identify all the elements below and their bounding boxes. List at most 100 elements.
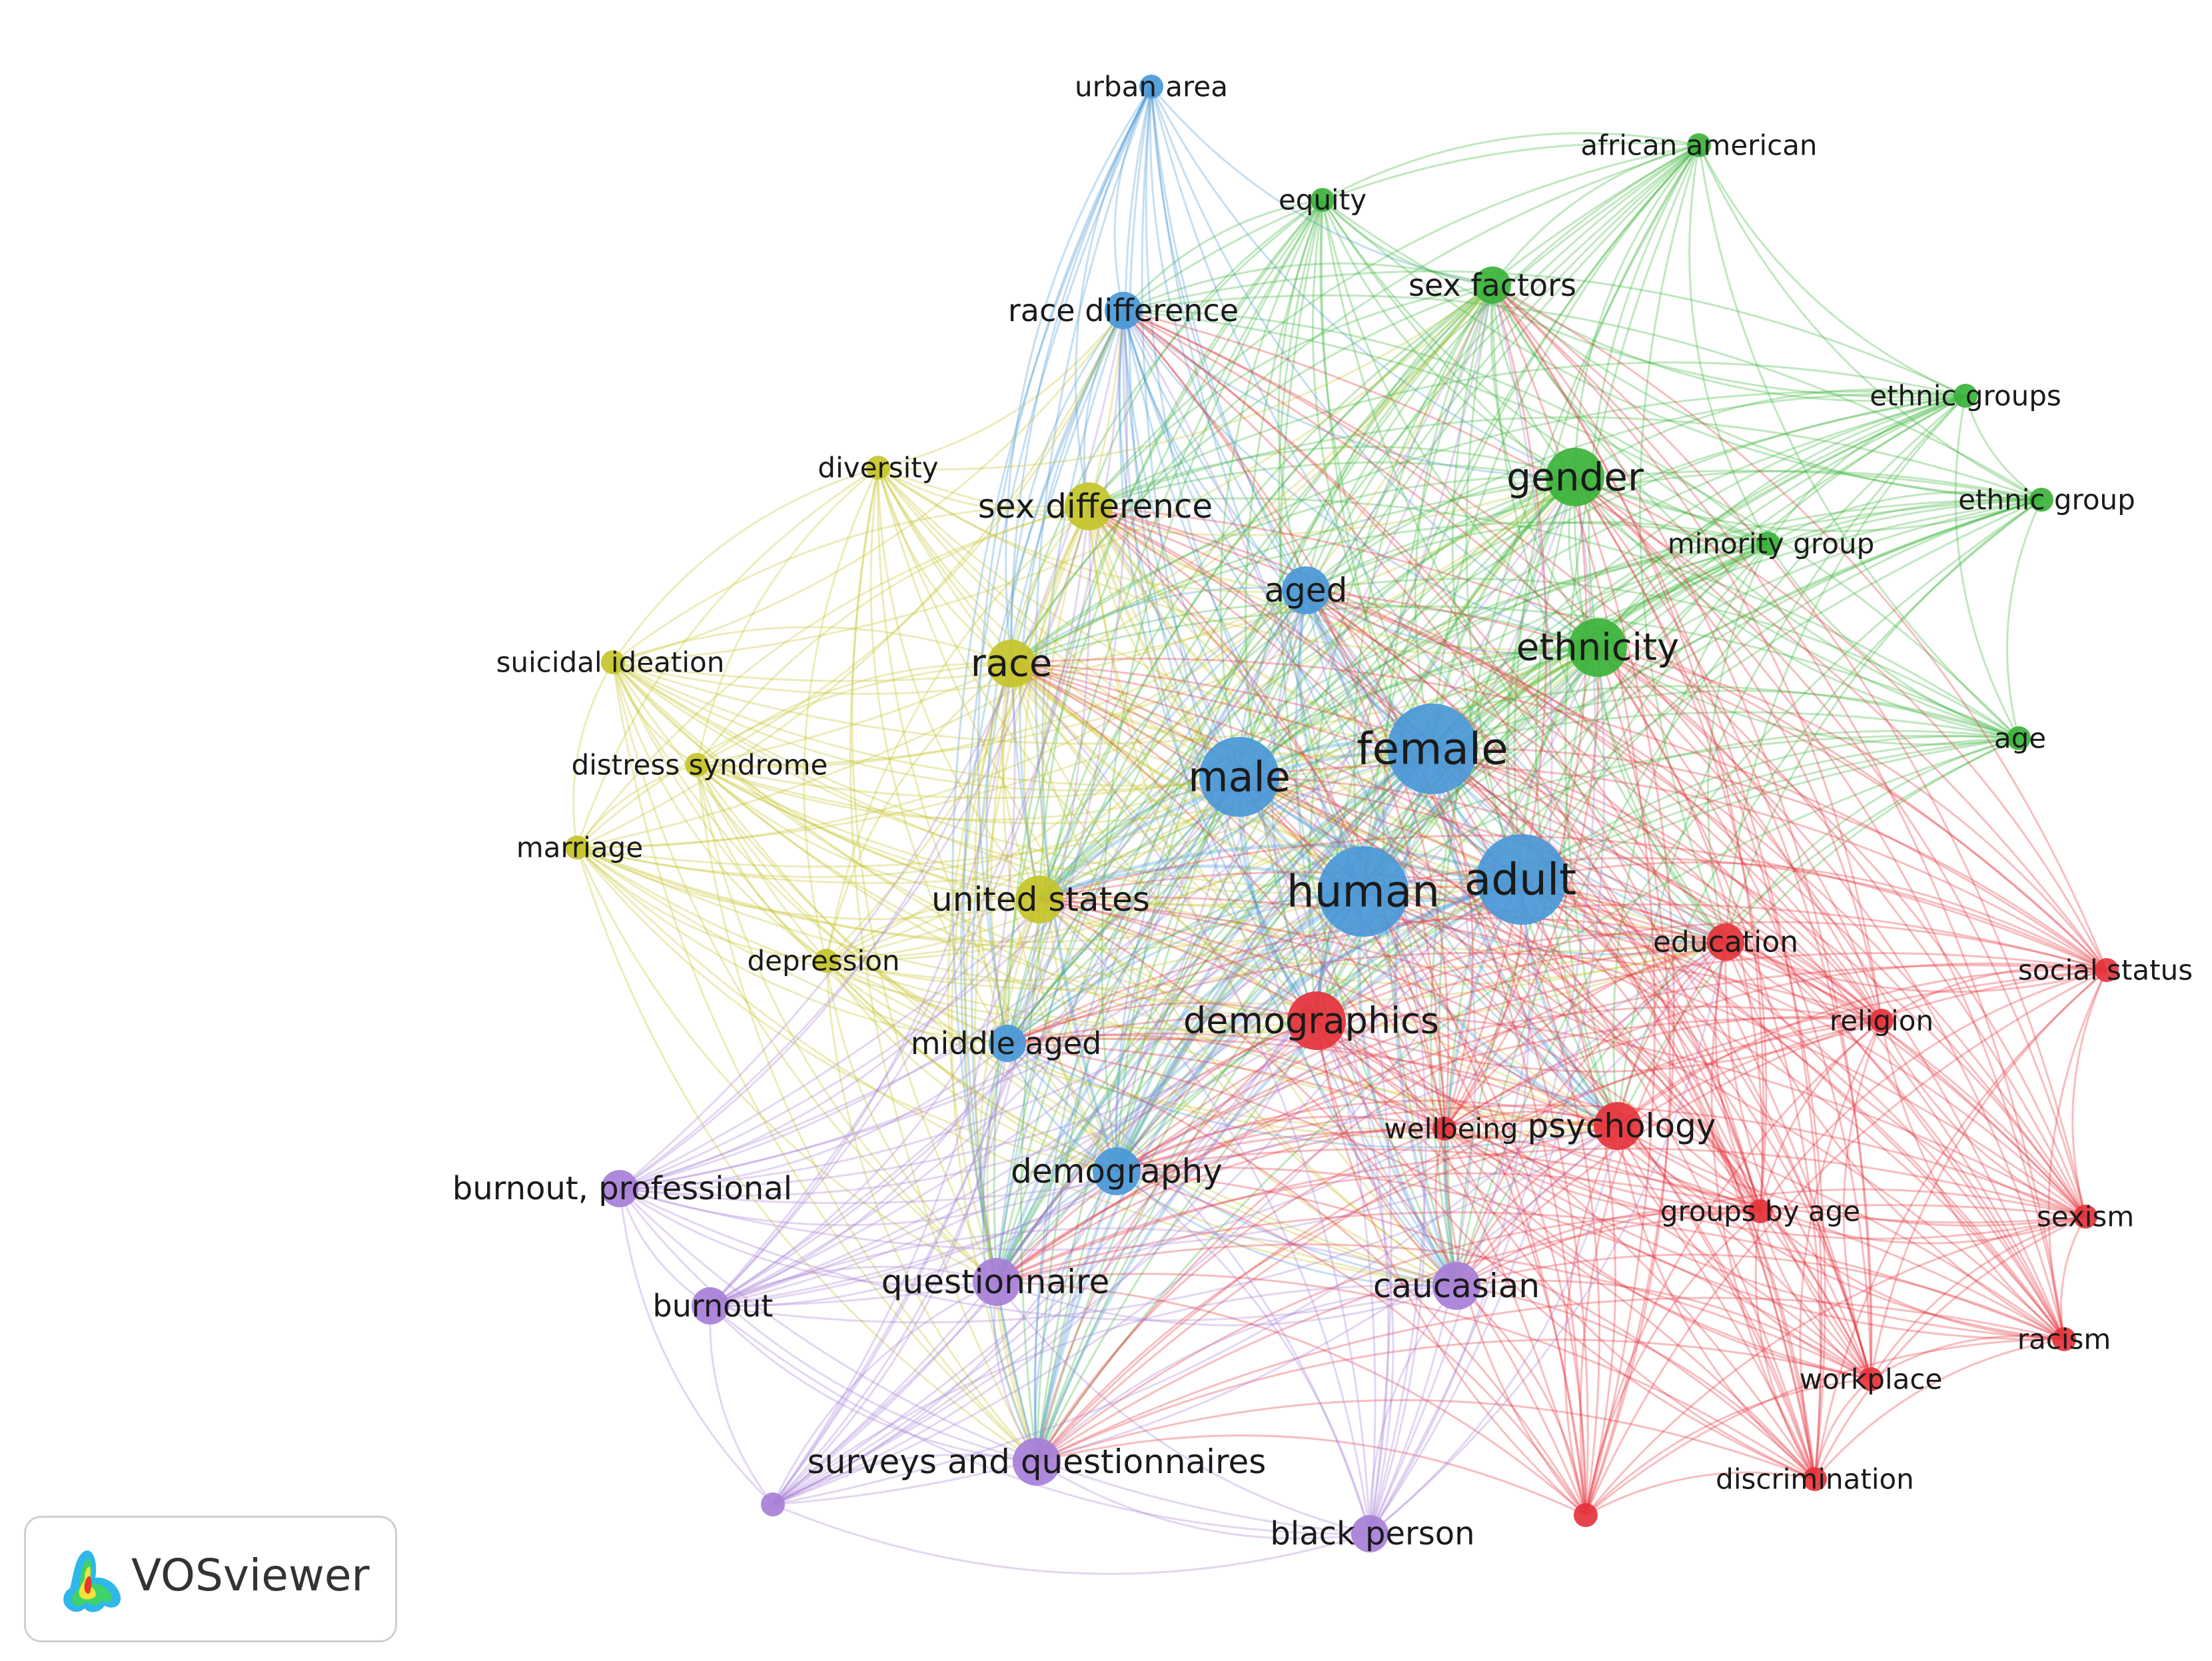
edge-distress-syndrome-surveys-and-questionnaires: [696, 764, 1038, 1463]
node-discrimination[interactable]: [1803, 1467, 1827, 1491]
node-marriage[interactable]: [565, 835, 589, 859]
edge-workplace-united-states: [1039, 898, 1872, 1380]
node-suicidal-ideation[interactable]: [601, 650, 625, 674]
edge-wellbeing-race-difference: [1122, 310, 1446, 1129]
edge-groups-by-age-unlabeled-red: [1584, 1210, 1761, 1516]
edge-african-american-education: [1638, 145, 1727, 943]
edge-wellbeing-unlabeled-red: [1443, 1128, 1587, 1516]
node-unlabeled-purple[interactable]: [761, 1492, 785, 1516]
edge-religion-workplace: [1842, 1020, 1883, 1380]
edge-demographics-middle-aged: [1007, 1002, 1317, 1045]
edge-sex-factors-female: [1414, 284, 1494, 750]
label-psychology: psychology: [1528, 1107, 1716, 1145]
node-ethnicity[interactable]: [1568, 618, 1627, 677]
edge-social-status-demography: [1116, 952, 2107, 1173]
node-groups-by-age[interactable]: [1748, 1199, 1772, 1223]
edge-marriage-aged: [576, 589, 1307, 849]
edge-minority-group-female: [1431, 542, 1769, 750]
edge-religion-sex-difference: [1088, 505, 1883, 1021]
node-surveys-and-questionnaires[interactable]: [1013, 1438, 1061, 1486]
edge-suicidal-ideation-aged: [612, 589, 1307, 695]
node-aged[interactable]: [1282, 566, 1330, 614]
node-sex-difference[interactable]: [1065, 482, 1113, 530]
edge-religion-caucasian: [1455, 1019, 1882, 1287]
node-middle-aged[interactable]: [989, 1025, 1026, 1062]
node-male[interactable]: [1199, 737, 1279, 817]
edge-female-questionnaire: [995, 747, 1434, 1283]
edge-workplace-ethnicity: [1596, 647, 1872, 1380]
edge-education-demography: [1116, 941, 1726, 1173]
edge-burnout-professional-unlabeled-purple: [618, 1188, 774, 1506]
node-black-person[interactable]: [1351, 1515, 1388, 1552]
edge-depression-psychology: [826, 959, 1618, 1140]
edge-education-wellbeing: [1443, 941, 1726, 1129]
node-social-status[interactable]: [2095, 958, 2119, 982]
edge-suicidal-ideation-caucasian: [612, 662, 1457, 1287]
node-human[interactable]: [1318, 846, 1408, 937]
node-diversity[interactable]: [866, 456, 890, 480]
node-minority-group[interactable]: [1756, 532, 1780, 556]
edge-sex-factors-race-difference: [1123, 262, 1493, 312]
edge-sexism-human: [1363, 890, 2087, 1218]
node-adult[interactable]: [1476, 834, 1567, 925]
edge-sexism-workplace: [1870, 1215, 2086, 1380]
node-burnout-professional[interactable]: [601, 1170, 638, 1207]
edge-ethnic-groups-age: [1954, 395, 2020, 739]
edge-race-adult: [1010, 662, 1522, 881]
edge-burnout-professional-black-person: [618, 1187, 1371, 1535]
edge-discrimination-aged: [1305, 589, 1816, 1480]
node-demography[interactable]: [1093, 1147, 1141, 1195]
node-caucasian[interactable]: [1432, 1262, 1480, 1310]
edge-burnout-sex-difference: [709, 506, 1090, 1307]
edge-urban-area-middle-aged: [977, 86, 1153, 1044]
node-racism[interactable]: [2052, 1327, 2076, 1351]
label-middle-aged: middle aged: [911, 1025, 1102, 1061]
edge-sex-difference-ethnicity: [1088, 505, 1598, 652]
node-race[interactable]: [987, 640, 1035, 688]
edge-minority-group-united-states: [1038, 542, 1769, 901]
edge-questionnaire-black-person: [995, 1281, 1371, 1535]
node-sexism[interactable]: [2073, 1205, 2097, 1229]
node-workplace[interactable]: [1859, 1367, 1883, 1391]
node-depression[interactable]: [814, 949, 838, 973]
node-demographics[interactable]: [1287, 991, 1346, 1050]
edge-urban-area-female: [1150, 86, 1434, 750]
node-equity[interactable]: [1311, 188, 1335, 212]
node-wellbeing[interactable]: [1432, 1117, 1456, 1141]
node-psychology[interactable]: [1594, 1102, 1642, 1150]
edge-human-questionnaire: [995, 889, 1365, 1283]
edge-marriage-depression: [576, 846, 827, 962]
label-questionnaire: questionnaire: [881, 1263, 1109, 1301]
node-gender[interactable]: [1546, 448, 1604, 506]
edge-middle-aged-psychology: [1007, 1042, 1618, 1149]
edge-race-difference-ethnicity: [1122, 310, 1598, 649]
node-ethnic-group[interactable]: [2029, 488, 2053, 512]
node-distress-syndrome[interactable]: [685, 753, 709, 777]
edge-religion-unlabeled-red: [1584, 1019, 1882, 1516]
edge-gender-questionnaire: [995, 476, 1576, 1283]
edge-age-united-states: [1039, 711, 2019, 901]
node-sex-factors[interactable]: [1474, 267, 1511, 304]
edge-ethnicity-caucasian: [1446, 647, 1599, 1287]
node-education[interactable]: [1707, 923, 1744, 961]
edge-burnout-professional-demography: [619, 1170, 1117, 1227]
edge-united-states-demographics: [1038, 898, 1317, 1022]
node-unlabeled-red[interactable]: [1574, 1503, 1598, 1527]
edge-unlabeled-purple-black-person: [772, 1503, 1371, 1575]
node-female[interactable]: [1387, 704, 1478, 794]
node-race-difference[interactable]: [1105, 292, 1142, 329]
edge-united-states-caucasian: [1038, 899, 1457, 1287]
node-ethnic-groups[interactable]: [1953, 384, 1977, 408]
node-age[interactable]: [2007, 726, 2031, 750]
node-united-states[interactable]: [1015, 875, 1063, 923]
edge-ethnic-groups-surveys-and-questionnaires: [1035, 394, 1966, 1462]
edge-sexism-gender: [1574, 476, 2087, 1217]
node-questionnaire[interactable]: [973, 1258, 1021, 1306]
node-religion[interactable]: [1870, 1009, 1894, 1033]
node-urban-area[interactable]: [1139, 75, 1163, 99]
edge-equity-surveys-and-questionnaires: [1020, 199, 1324, 1462]
node-burnout[interactable]: [692, 1287, 729, 1325]
edge-black-person-united-states: [1038, 898, 1371, 1534]
node-african-american[interactable]: [1687, 133, 1711, 157]
